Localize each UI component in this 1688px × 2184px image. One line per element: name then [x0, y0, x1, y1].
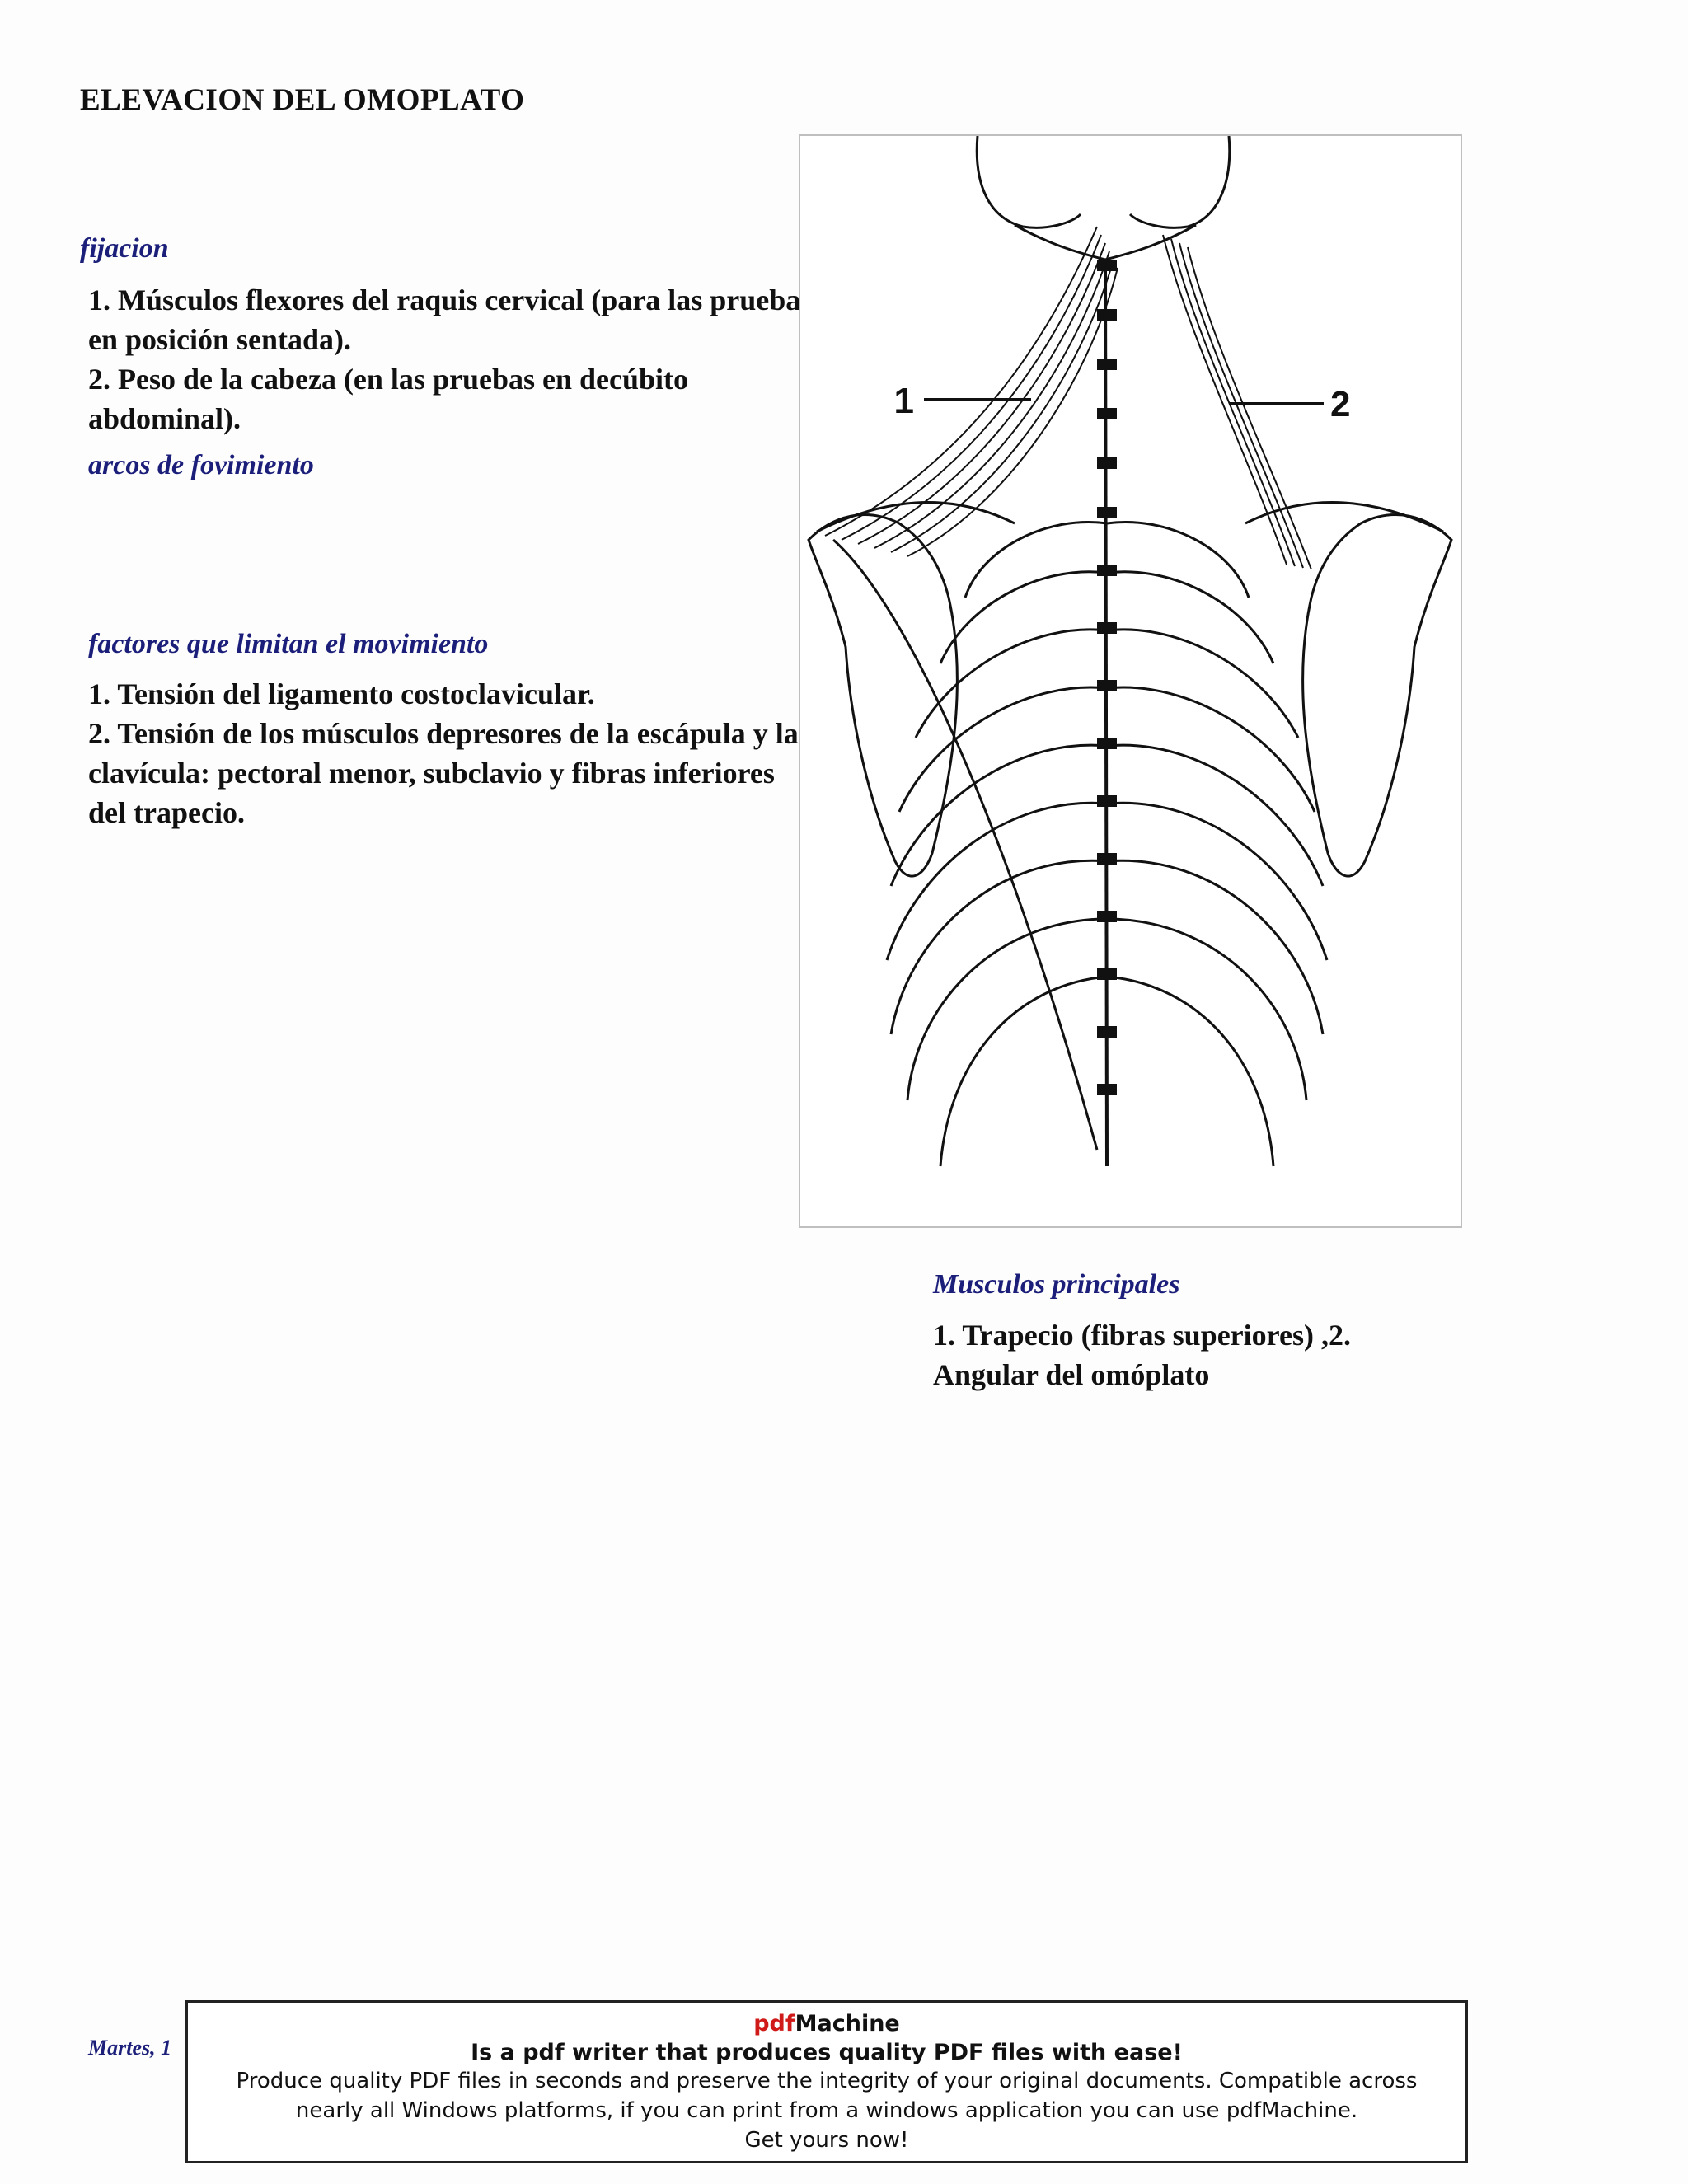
footer-date: Martes, 1 [88, 2036, 172, 2060]
ad-brand: pdfMachine [188, 2011, 1465, 2036]
factores-item-2: 2. Tensión de los músculos depresores de… [88, 717, 799, 829]
fijacion-list: 1. Músculos flexores del raquis cervical… [88, 280, 814, 438]
ad-line-1: Produce quality PDF files in seconds and… [236, 2069, 1418, 2093]
ad-line-3: Get yours now! [744, 2128, 909, 2153]
ad-line-2: nearly all Windows platforms, if you can… [295, 2098, 1358, 2123]
fijacion-heading: fijacion [80, 233, 169, 264]
anatomy-figure: 1 2 [799, 134, 1462, 1228]
back-skeleton-illustration: 1 2 [807, 136, 1453, 1167]
musculos-heading: Musculos principales [933, 1269, 1180, 1300]
page-title: ELEVACION DEL OMOPLATO [80, 83, 525, 117]
factores-list: 1. Tensión del ligamento costoclavicular… [88, 674, 814, 832]
ad-brand-pdf: pdf [753, 2011, 795, 2036]
fijacion-item-1: 1. Músculos flexores del raquis cervical… [88, 284, 813, 356]
fijacion-item-2: 2. Peso de la cabeza (en las pruebas en … [88, 363, 688, 435]
factores-item-1: 1. Tensión del ligamento costoclavicular… [88, 677, 595, 710]
figure-label-1: 1 [894, 381, 914, 421]
ad-tagline: Is a pdf writer that produces quality PD… [471, 2040, 1183, 2065]
ad-brand-machine: Machine [795, 2011, 900, 2036]
musculos-text: 1. Trapecio (fibras superiores) ,2. Angu… [933, 1319, 1351, 1391]
factores-heading: factores que limitan el movimiento [88, 629, 489, 659]
arcos-heading: arcos de fovimiento [88, 450, 314, 480]
figure-label-2: 2 [1330, 384, 1350, 424]
pdfmachine-ad-box: pdfMachine Is a pdf writer that produces… [185, 2000, 1468, 2163]
